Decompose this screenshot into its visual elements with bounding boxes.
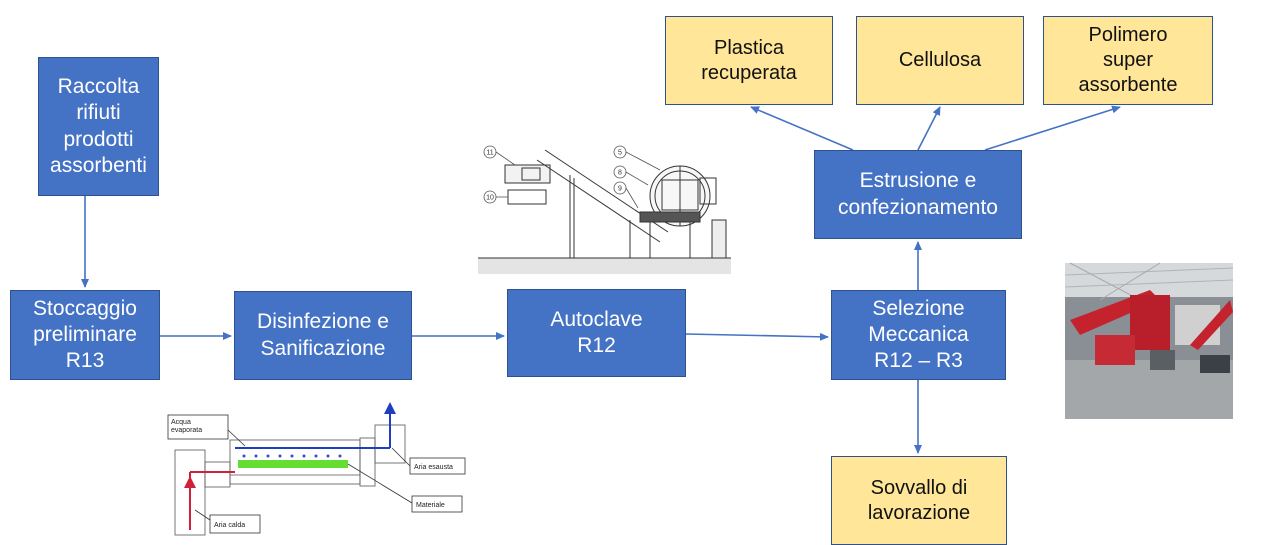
water-droplets — [242, 454, 342, 458]
node-disinfezione: Disinfezione e Sanificazione — [234, 291, 412, 380]
output-polimero: Polimero super assorbente — [1043, 16, 1213, 105]
arrow-autoclave-selezione — [685, 332, 829, 341]
part-number-5: 5 — [618, 150, 622, 157]
label-aria-calda: Aria calda — [214, 522, 245, 529]
node-raccolta: Raccolta rifiuti prodotti assorbenti — [38, 57, 159, 196]
part-number-8: 8 — [618, 170, 622, 177]
part-number-11: 11 — [486, 150, 493, 157]
node-autoclave: Autoclave R12 — [507, 289, 686, 377]
output-sovvallo: Sovvallo di lavorazione — [831, 456, 1007, 545]
arrow-estrusione-plastica — [750, 106, 854, 151]
label-materiale: Materiale — [416, 502, 445, 509]
node-stoccaggio: Stoccaggio preliminare R13 — [10, 290, 160, 380]
part-number-9: 9 — [618, 186, 622, 193]
machine-illustration — [478, 149, 731, 274]
arrow-estrusione-polimero — [984, 105, 1121, 151]
label-aria-esausta: Aria esausta — [414, 464, 453, 471]
node-estrusione: Estrusione e confezionamento — [814, 150, 1022, 239]
output-cellulosa: Cellulosa — [856, 16, 1024, 105]
label-box-acqua — [167, 414, 229, 440]
label-box-aria-calda — [209, 514, 261, 534]
node-selezione: Selezione Meccanica R12 – R3 — [831, 290, 1006, 380]
label-box-materiale — [411, 495, 463, 513]
material-bed — [238, 460, 348, 468]
arrow-estrusione-cellulosa — [917, 106, 941, 151]
output-plastica: Plastica recuperata — [665, 16, 833, 105]
machine-part-callouts — [483, 145, 661, 209]
part-number-10: 10 — [486, 195, 494, 202]
